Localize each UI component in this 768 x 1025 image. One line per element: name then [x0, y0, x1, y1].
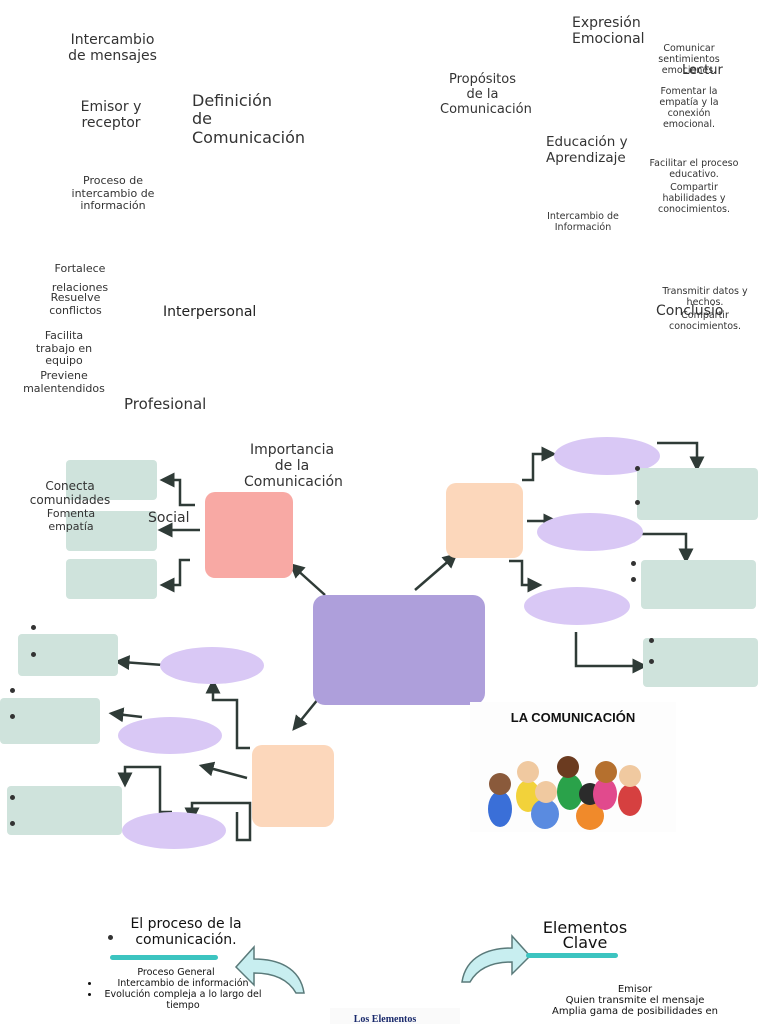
bullet-dot: [631, 561, 636, 566]
beneficios-box: [0, 698, 100, 744]
fomentar-empatia-text: Fomentar la empatía y la conexión emocio…: [659, 86, 719, 130]
fomenta-text: Fomenta empatía: [46, 507, 96, 533]
comunicar-sentimientos-text: Comunicar sentimientos emociones.: [658, 43, 720, 76]
expresion-emocional-title: Expresión Emocional: [572, 15, 645, 48]
bullet-dot: [635, 500, 640, 505]
profesional-title: Profesional: [124, 395, 207, 413]
educacion-title: Educación y Aprendizaje: [546, 134, 628, 166]
bottom-node: [252, 745, 334, 827]
curved-arrow-right-icon: [461, 934, 532, 983]
social-extra-box: [66, 559, 157, 599]
informacion-box: [643, 638, 758, 687]
bullet-dot: [10, 821, 15, 826]
compartir-conocimientos-text: Compartir conocimientos.: [669, 310, 741, 332]
propositos-title: Propósitos de la Comunicación: [440, 72, 532, 117]
proceso-bullet-list: Proceso General Intercambio de informaci…: [86, 967, 266, 1011]
profesional-box: [7, 786, 122, 835]
bullet-dot: [31, 652, 36, 657]
bullet-dot: [31, 625, 36, 630]
definicion-title: Definición de Comunicación: [192, 91, 306, 147]
list-item: Emisor: [617, 984, 653, 995]
facilita-text: Facilita trabajo en equipo: [35, 329, 93, 368]
bullet-dot: [635, 466, 640, 471]
social-title: Social: [148, 510, 190, 526]
importancia-title: Importancia de la Comunicación: [244, 442, 343, 491]
expresion-box: [637, 468, 758, 520]
bullet-dot: [649, 638, 654, 643]
teal-underline: [526, 953, 618, 958]
intercambio-informacion-title: Intercambio de Información: [547, 211, 619, 233]
educacion-oval: [537, 513, 643, 551]
conclusion-title: Conclusio: [656, 303, 724, 319]
image-card-title: LA COMUNICACIÓN: [510, 710, 636, 725]
list-item: Quien transmite el mensaje: [565, 995, 705, 1006]
bullet-dot: [10, 688, 15, 693]
proceso-section-title: El proceso de la comunicación.: [130, 916, 242, 949]
bullet-dot: [631, 577, 636, 582]
proceso-intercambio-text: Proceso de intercambio de información: [71, 175, 155, 213]
conecta-text: Conecta comunidades: [29, 479, 111, 507]
importancia-node: [205, 492, 293, 578]
list-item: Intercambio de información: [100, 978, 266, 989]
fomenta-box: [66, 511, 157, 551]
previene-text: Previene malentendidos: [23, 369, 105, 395]
profesional-oval: [122, 812, 226, 849]
compartir-habilidades-text: Compartir habilidades y conocimientos.: [658, 182, 730, 215]
educacion-box: [641, 560, 756, 609]
center-node: [313, 595, 485, 705]
bullet-dot: [10, 714, 15, 719]
interpersonal-title: Interpersonal: [163, 304, 257, 320]
elementos-bullet-list: Emisor Quien transmite el mensaje Amplia…: [520, 984, 750, 1017]
list-item: Amplia gama de posibilidades en: [552, 1006, 718, 1017]
emisor-receptor-text: Emisor y receptor: [80, 99, 142, 132]
elementos-section-title: Elementos Clave: [542, 918, 628, 953]
bullet-dot: [10, 795, 15, 800]
conecta-box: [66, 460, 157, 500]
transmitir-datos-text: Transmitir datos y hechos.: [662, 286, 748, 308]
facilitar-proceso-text: Facilitar el proceso educativo.: [649, 158, 739, 180]
informacion-oval: [524, 587, 630, 625]
definicion-oval: [160, 647, 264, 684]
los-elementos-preview: Los Elementos: [330, 1008, 460, 1025]
beneficios-oval: [118, 717, 222, 754]
intercambio-mensajes-text: Intercambio de mensajes: [68, 32, 157, 65]
children-illustration: [488, 756, 642, 830]
list-item: Proceso General: [137, 967, 215, 978]
bullet-dot: [649, 659, 654, 664]
fortalece-text: Fortalece relaciones: [51, 262, 109, 294]
lectur-text: Lectur: [682, 63, 723, 78]
curved-arrow-left-icon: [234, 945, 305, 994]
bullet-dot: [108, 935, 113, 940]
resuelve-text: Resuelve conflictos: [49, 291, 102, 317]
list-item: Evolución compleja a lo largo del tiempo: [100, 989, 266, 1011]
comunicacion-image-card: LA COMUNICACIÓN: [470, 702, 676, 832]
los-elementos-label: Los Elementos: [353, 1014, 417, 1025]
teal-underline: [110, 955, 218, 960]
propositos-node: [446, 483, 523, 558]
